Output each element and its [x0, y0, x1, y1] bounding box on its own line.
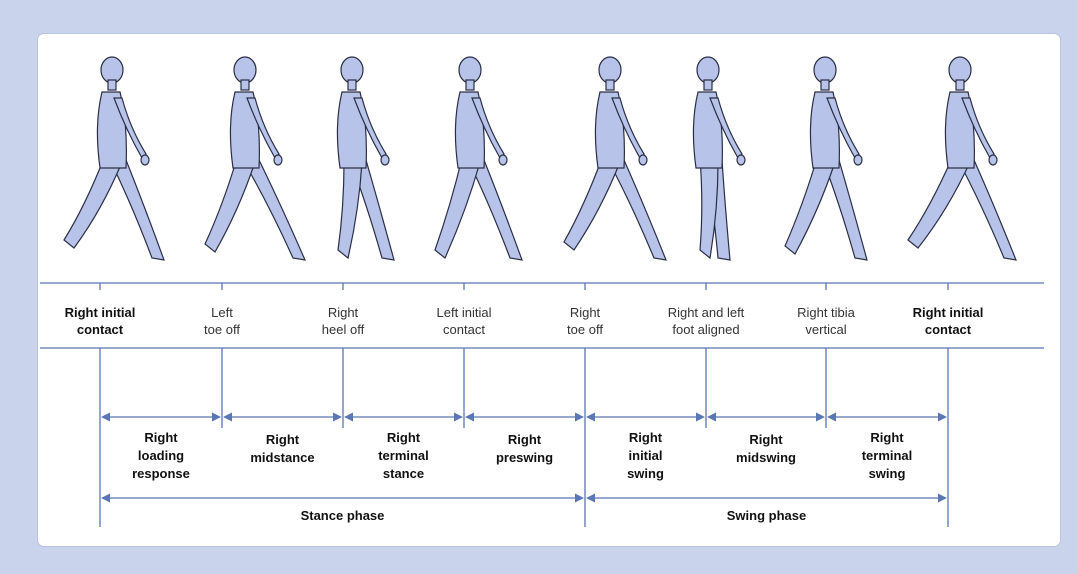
- event-label: Right toe off: [567, 305, 603, 337]
- walking-figure: [52, 57, 172, 262]
- subphase-label-line: swing: [869, 466, 906, 481]
- phase-labels: Stance phase Swing phase: [301, 508, 807, 523]
- subphase-label-line: loading: [138, 448, 184, 463]
- event-label: Right tibia vertical: [797, 305, 856, 337]
- subphase-label-line: initial: [629, 448, 663, 463]
- event-label: Left initial contact: [437, 305, 492, 337]
- event-label: Right heel off: [322, 305, 365, 337]
- subphase-label-line: terminal: [862, 448, 913, 463]
- subphase-label-line: midswing: [736, 450, 796, 465]
- event-label-line: Right tibia: [797, 305, 856, 320]
- walking-figure: [410, 57, 530, 262]
- subphase-label-line: response: [132, 466, 190, 481]
- subphase-label-line: midstance: [250, 450, 314, 465]
- subphase-label-line: Right: [749, 432, 783, 447]
- event-label-line: Right and left: [668, 305, 745, 320]
- event-label-line: Right: [570, 305, 601, 320]
- subphase-label-line: Right: [387, 430, 421, 445]
- subphase-label-line: preswing: [496, 450, 553, 465]
- subphase-label: Right initial swing: [627, 430, 664, 481]
- event-label-line: Left: [211, 305, 233, 320]
- event-label: Right and left foot aligned: [668, 305, 745, 337]
- walking-figure: [648, 57, 768, 262]
- timeline-lines: [40, 283, 1044, 527]
- walking-figure: [292, 57, 412, 262]
- event-label-line: Right initial: [913, 305, 984, 320]
- walking-figure: [900, 57, 1020, 262]
- phase-label: Swing phase: [727, 508, 806, 523]
- event-label-line: Right initial: [65, 305, 136, 320]
- event-label-line: Right: [328, 305, 359, 320]
- walking-figure: [185, 57, 305, 262]
- subphase-label: Right preswing: [496, 432, 553, 465]
- event-label-line: vertical: [805, 322, 846, 337]
- subphase-label-line: Right: [508, 432, 542, 447]
- walking-figure: [550, 57, 670, 262]
- event-label: Left toe off: [204, 305, 240, 337]
- phase-label: Stance phase: [301, 508, 385, 523]
- subphase-label-line: Right: [144, 430, 178, 445]
- subphase-label: Right terminal stance: [378, 430, 429, 481]
- subphase-label-line: Right: [266, 432, 300, 447]
- event-label-line: heel off: [322, 322, 365, 337]
- subphase-label-line: swing: [627, 466, 664, 481]
- event-label-line: toe off: [567, 322, 603, 337]
- event-labels: Right initial contact Left toe off Right heel…: [65, 305, 984, 337]
- event-label-line: contact: [925, 322, 972, 337]
- subphase-labels: Right loading response Right midstance Right t…: [132, 430, 912, 481]
- subphase-label: Right terminal swing: [862, 430, 913, 481]
- event-label-line: Left initial: [437, 305, 492, 320]
- event-label-line: toe off: [204, 322, 240, 337]
- walking-figures: [52, 57, 1020, 262]
- subphase-label: Right midswing: [736, 432, 796, 465]
- event-label: Right initial contact: [65, 305, 136, 337]
- subphase-label-line: Right: [629, 430, 663, 445]
- subphase-label-line: Right: [870, 430, 904, 445]
- event-label-line: contact: [77, 322, 124, 337]
- event-label-line: contact: [443, 322, 485, 337]
- event-label: Right initial contact: [913, 305, 984, 337]
- walking-figure: [765, 57, 885, 262]
- subphase-label-line: stance: [383, 466, 424, 481]
- event-label-line: foot aligned: [672, 322, 739, 337]
- subphase-label-line: terminal: [378, 448, 429, 463]
- subphase-label: Right midstance: [250, 432, 314, 465]
- subphase-label: Right loading response: [132, 430, 190, 481]
